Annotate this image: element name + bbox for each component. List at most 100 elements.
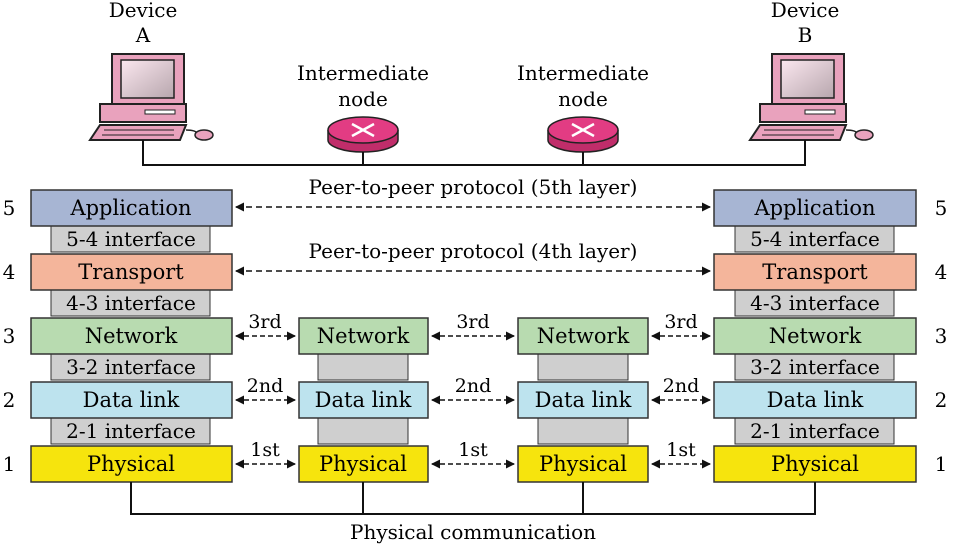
layer-number-1: 1	[935, 452, 948, 476]
interface-5-4-label: 5-4 interface	[66, 227, 196, 251]
device-b-letter: B	[798, 23, 813, 47]
protocol-layer4: Peer-to-peer protocol (4th layer)	[235, 239, 711, 276]
desktop-computer-icon	[88, 53, 214, 141]
interface-2-1	[50, 417, 211, 445]
layer-number-4: 4	[3, 260, 16, 284]
interface-3-2	[50, 353, 211, 381]
interface-3-2-label: 3-2 interface	[66, 355, 196, 379]
layer-physical	[298, 445, 429, 483]
layer-data-link-label: Data link	[315, 388, 412, 412]
interface-2-1-label: 2-1 interface	[66, 419, 196, 443]
layer-network	[30, 317, 233, 355]
layer-number-3: 3	[935, 324, 948, 348]
interface-3-2	[537, 353, 629, 381]
layer-transport-label: Transport	[762, 260, 868, 284]
hop-label-3rd: 3rd	[664, 311, 697, 333]
layer-numbers-right: 5 4 3 2 1	[935, 196, 948, 476]
interface-2-1	[537, 417, 629, 445]
layer-physical	[517, 445, 649, 483]
layer-numbers-left: 5 4 3 2 1	[3, 196, 16, 476]
interface-3-2	[734, 353, 895, 381]
interface-2-1-label: 2-1 interface	[750, 419, 880, 443]
interface-2-1	[734, 417, 895, 445]
layer-physical	[30, 445, 233, 483]
layer-application-label: Application	[753, 196, 875, 220]
layer-physical-label: Physical	[319, 452, 407, 476]
layer-data-link	[30, 381, 233, 419]
layer-physical	[713, 445, 917, 483]
device-a: Device A	[88, 0, 214, 141]
intermediate-node-2-line2: node	[558, 87, 608, 111]
stack-intermediate-1: Network Data link Physical	[298, 317, 429, 483]
layer-data-link	[298, 381, 429, 419]
interface-3-2-label: 3-2 interface	[750, 355, 880, 379]
layer-network	[713, 317, 917, 355]
layer-physical-label: Physical	[87, 452, 175, 476]
layer-transport	[30, 253, 233, 291]
intermediate-node-2-line1: Intermediate	[517, 61, 649, 85]
router-icon	[547, 116, 619, 153]
layer-number-4: 4	[935, 260, 948, 284]
layer-network-label: Network	[317, 324, 410, 348]
layer-number-2: 2	[3, 388, 16, 412]
layer-number-1: 1	[3, 452, 16, 476]
stack-intermediate-2: Network Data link Physical	[517, 317, 649, 483]
interface-5-4	[734, 225, 895, 253]
hop-layer2: 2nd 2nd 2nd	[235, 375, 711, 405]
layer-data-link-label: Data link	[535, 388, 632, 412]
hop-label-1st: 1st	[458, 439, 488, 461]
physical-link-line	[130, 482, 816, 515]
router-icon	[327, 116, 399, 153]
layer-data-link	[517, 381, 649, 419]
hop-label-2nd: 2nd	[247, 375, 284, 397]
intermediate-node-1-line2: node	[338, 87, 388, 111]
layer-data-link-label: Data link	[83, 388, 180, 412]
layer-number-3: 3	[3, 324, 16, 348]
layer-transport-label: Transport	[78, 260, 184, 284]
device-b-title: Device	[771, 0, 840, 22]
intermediate-node-2: Intermediate node	[517, 61, 649, 153]
interface-4-3-label: 4-3 interface	[750, 291, 880, 315]
intermediate-node-1-line1: Intermediate	[297, 61, 429, 85]
physical-communication-label: Physical communication	[350, 520, 596, 544]
layer-physical-label: Physical	[771, 452, 859, 476]
protocol-layer5-label: Peer-to-peer protocol (5th layer)	[309, 175, 638, 199]
hop-label-1st: 1st	[666, 439, 696, 461]
interface-4-3	[734, 289, 895, 317]
hop-layer3: 3rd 3rd 3rd	[235, 311, 711, 341]
layer-number-5: 5	[935, 196, 948, 220]
layer-application	[30, 189, 233, 227]
device-a-title: Device	[109, 0, 178, 22]
hop-label-2nd: 2nd	[455, 375, 492, 397]
hop-label-3rd: 3rd	[456, 311, 489, 333]
top-network-line	[142, 140, 806, 166]
layer-application	[713, 189, 917, 227]
layer-transport	[713, 253, 917, 291]
interface-2-1	[317, 417, 409, 445]
hop-layer1: 1st 1st 1st	[235, 439, 711, 469]
layer-data-link	[713, 381, 917, 419]
stack-device-b: 5-4 interface 4-3 interface 3-2 interfac…	[713, 189, 917, 483]
hop-label-2nd: 2nd	[663, 375, 700, 397]
hop-label-1st: 1st	[250, 439, 280, 461]
layer-number-2: 2	[935, 388, 948, 412]
interface-3-2	[317, 353, 409, 381]
interface-5-4-label: 5-4 interface	[750, 227, 880, 251]
layer-network	[298, 317, 429, 355]
desktop-computer-icon	[748, 53, 874, 141]
layer-network	[517, 317, 649, 355]
device-b: Device B	[748, 0, 874, 141]
hop-label-3rd: 3rd	[248, 311, 281, 333]
layer-network-label: Network	[85, 324, 178, 348]
layer-physical-label: Physical	[539, 452, 627, 476]
stack-device-a: 5-4 interface 4-3 interface 3-2 interfac…	[30, 189, 233, 483]
protocol-layer5: Peer-to-peer protocol (5th layer)	[235, 175, 711, 212]
protocol-layer4-label: Peer-to-peer protocol (4th layer)	[309, 239, 638, 263]
layer-network-label: Network	[537, 324, 630, 348]
layer-data-link-label: Data link	[767, 388, 864, 412]
layer-network-label: Network	[769, 324, 862, 348]
intermediate-node-1: Intermediate node	[297, 61, 429, 153]
device-a-letter: A	[135, 23, 151, 47]
